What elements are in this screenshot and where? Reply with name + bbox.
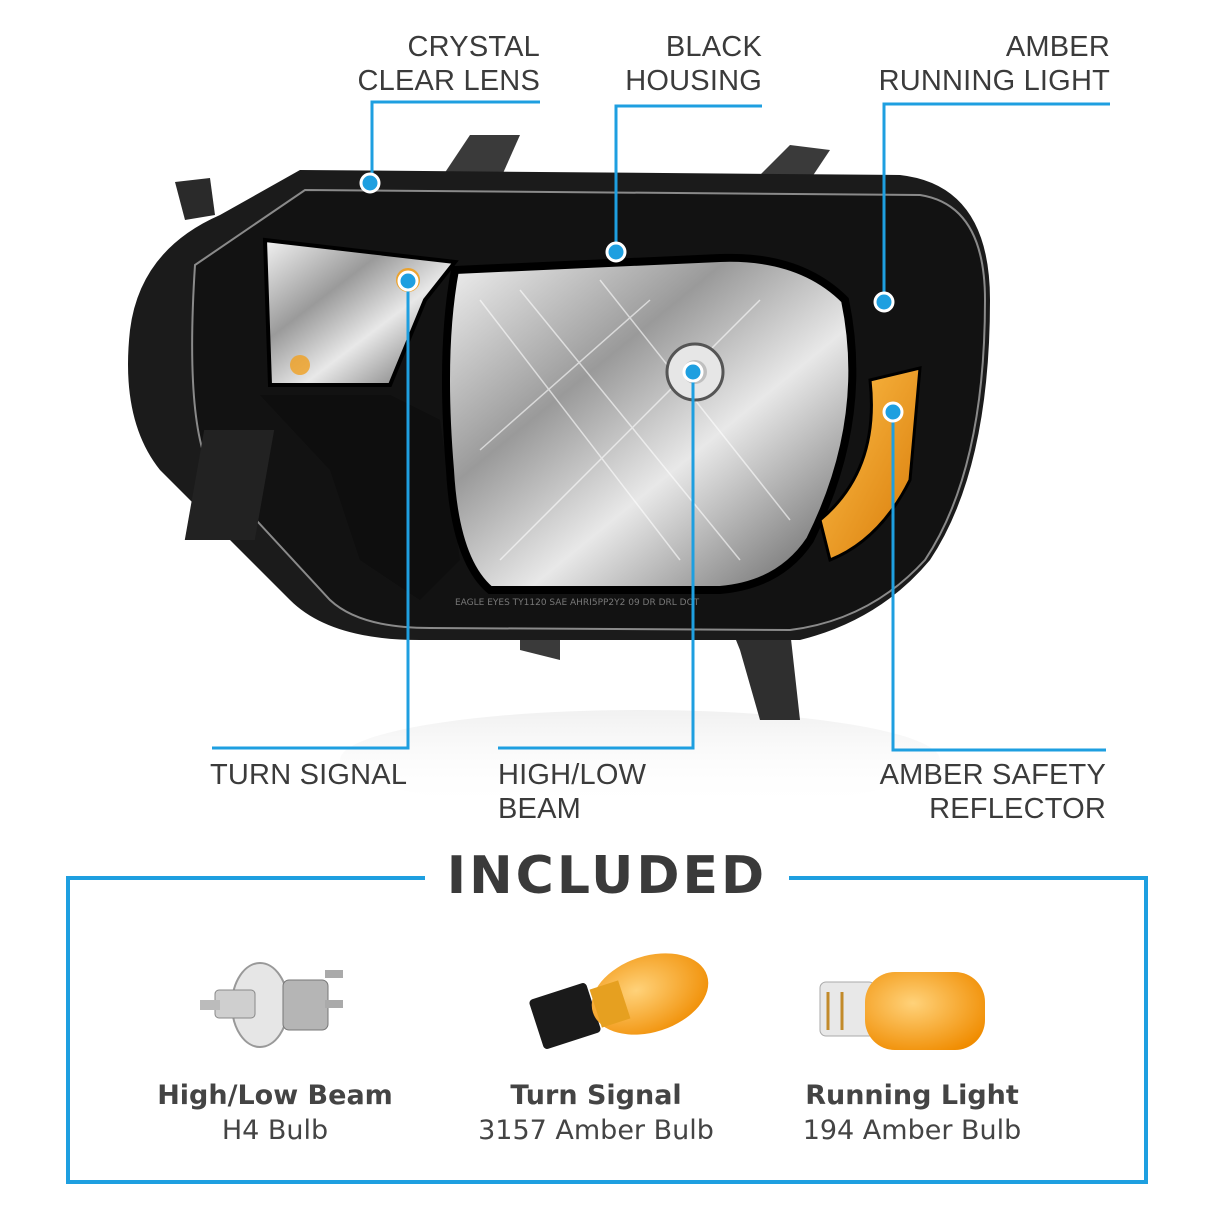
leader-lines	[212, 100, 1110, 752]
bulb-name-running-light: Running Light	[805, 1080, 1019, 1111]
callout-turn-signal: TURN SIGNAL	[210, 759, 408, 791]
callout-crystal-clear-lens: CRYSTAL CLEAR LENS	[357, 31, 540, 97]
callout-amber-safety-reflector: AMBER SAFETY REFLECTOR	[879, 759, 1106, 825]
included-heading: INCLUDED	[0, 846, 1214, 906]
running-light-marker	[873, 291, 895, 313]
callout-amber-running-light: AMBER RUNNING LIGHT	[878, 31, 1110, 97]
bulb-name-high-low: High/Low Beam	[157, 1080, 393, 1111]
lens-print: EAGLE EYES TY1120 SAE AHRI5PP2Y2 09 DR D…	[455, 598, 700, 608]
bulb-type-3157: 3157 Amber Bulb	[478, 1115, 714, 1146]
callout-high-low-beam: HIGH/LOW BEAM	[498, 759, 647, 825]
headlight: EAGLE EYES TY1120 SAE AHRI5PP2Y2 09 DR D…	[128, 135, 990, 810]
safety-reflector-marker	[882, 401, 904, 423]
bulb-name-turn-signal: Turn Signal	[510, 1080, 682, 1111]
crystal-lens-marker	[359, 172, 381, 194]
194-bulb-icon	[819, 972, 985, 1050]
3157-bulb-icon	[529, 953, 709, 1049]
turn-signal-marker	[397, 270, 419, 292]
h4-bulb-icon	[200, 962, 343, 1048]
callout-black-housing: BLACK HOUSING	[625, 31, 762, 97]
bulb-type-194: 194 Amber Bulb	[802, 1115, 1022, 1146]
high-low-beam-marker	[682, 361, 704, 383]
included-frame	[66, 876, 1148, 1184]
callout-markers	[359, 172, 904, 423]
bulb-type-h4: H4 Bulb	[221, 1115, 329, 1146]
black-housing-marker	[605, 241, 627, 263]
